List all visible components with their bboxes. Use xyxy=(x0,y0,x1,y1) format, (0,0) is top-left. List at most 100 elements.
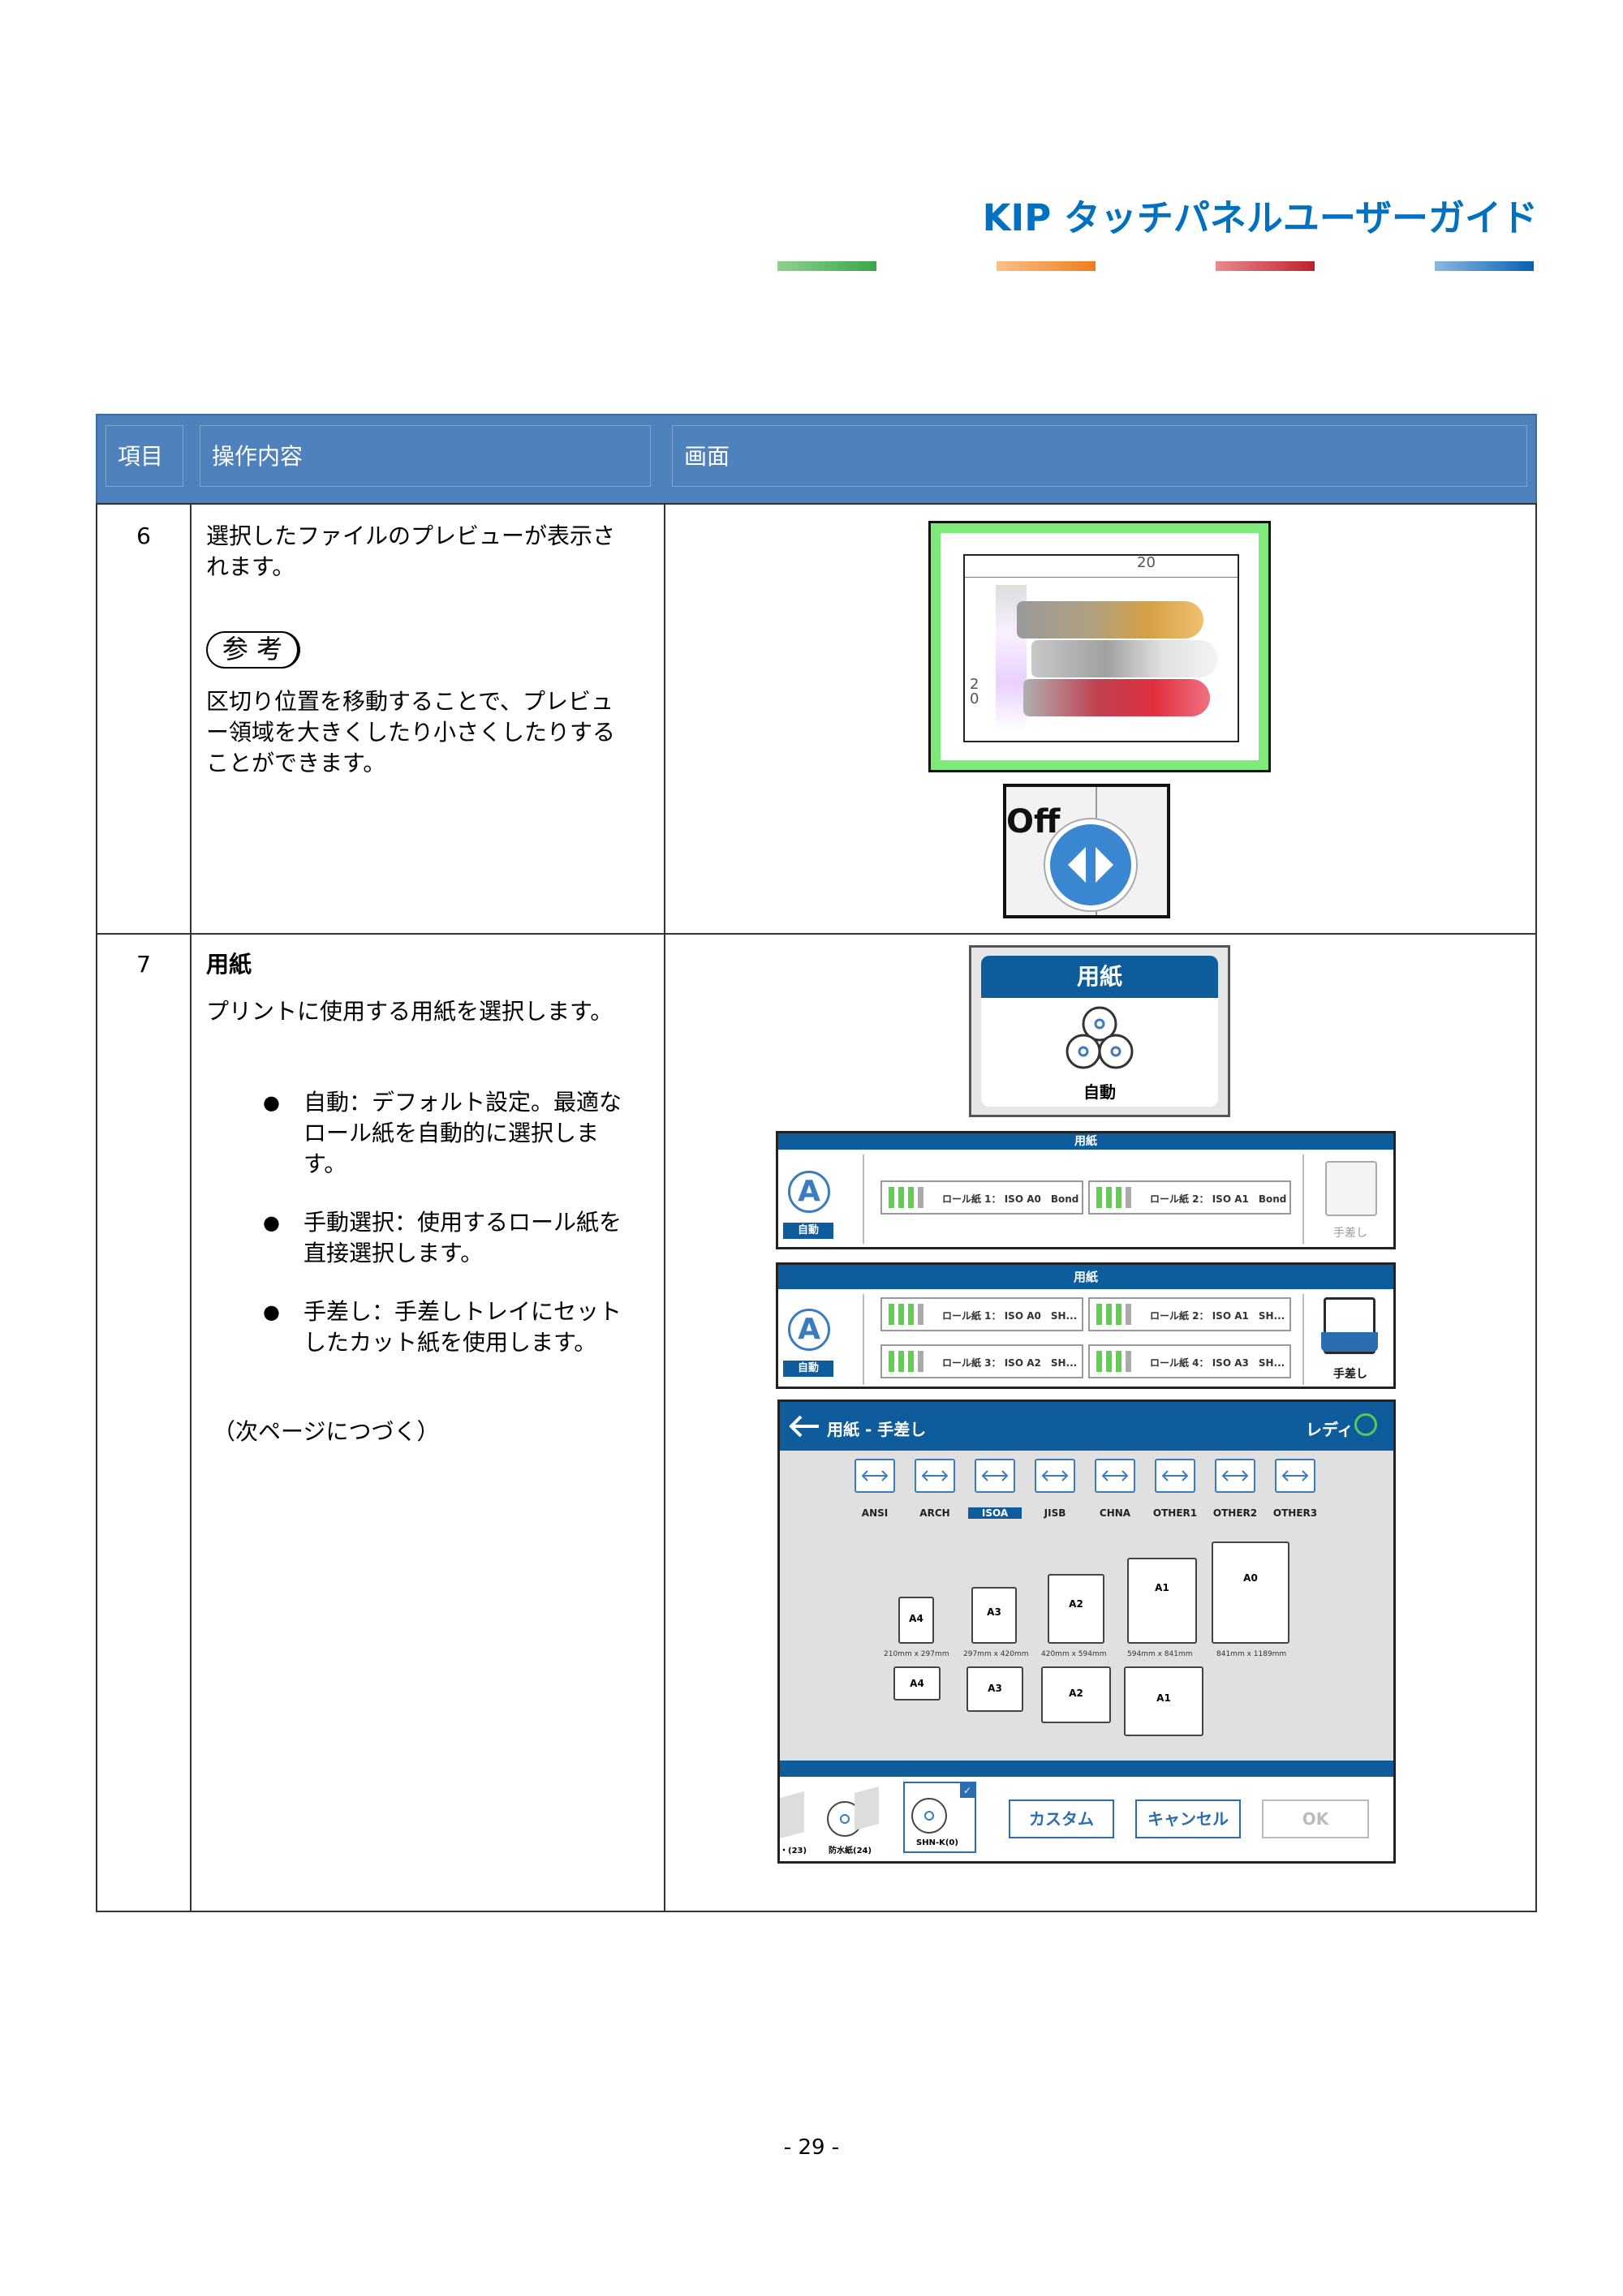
page-number: - 29 - xyxy=(783,2135,840,2160)
cancel-button[interactable]: キャンセル xyxy=(1135,1799,1241,1838)
roll-3-button[interactable]: ロール紙 3： ISO A2 SH... xyxy=(880,1344,1083,1378)
bullet-auto: ● 自動：デフォルト設定。最適な ロール紙を自動的に選択しま す。 xyxy=(263,1087,661,1180)
standard-label: ANSI xyxy=(861,1507,889,1519)
standard-button-isoa[interactable] xyxy=(975,1459,1015,1493)
text-line: ことができます。 xyxy=(206,750,386,776)
roll-2-button[interactable]: ロール紙 2： ISO A1 SH... xyxy=(1088,1297,1291,1331)
continued-note: （次ページにつづく） xyxy=(213,1418,440,1445)
size-button-a3-portrait[interactable]: A3 xyxy=(971,1587,1017,1644)
roll-selection-panel-2: 用紙 A 自動 ロール紙 1： ISO A0 SH... ロール紙 2： ISO… xyxy=(776,1262,1396,1389)
table-rule xyxy=(96,503,1537,505)
text-line: 区切り位置を移動することで、プレビュ xyxy=(206,688,614,715)
size-dimension: 297mm x 420mm xyxy=(963,1650,1029,1658)
size-button-a4-landscape[interactable]: A4 xyxy=(893,1666,941,1701)
back-arrow-icon[interactable] xyxy=(788,1414,820,1438)
paper-panel-title: 用紙 xyxy=(981,956,1218,998)
roll-label: ロール紙 1： ISO A0 SH... xyxy=(942,1310,1078,1322)
bottle-image xyxy=(1023,679,1210,716)
row-6-description: 選択したファイルのプレビューが表示さ れます。 xyxy=(206,521,657,583)
splitter-screenshot: Off xyxy=(1003,784,1170,918)
bottle-image xyxy=(1031,640,1218,677)
column-header-screen: 画面 xyxy=(672,425,1527,487)
roll-label: ロール紙 2： ISO A1 Bond xyxy=(1150,1193,1287,1205)
text-line: 手差し：手差しトレイにセット xyxy=(304,1298,622,1325)
standard-label: CHNA xyxy=(1099,1507,1131,1519)
standard-button-other3[interactable] xyxy=(1275,1459,1315,1493)
size-button-a4-portrait[interactable]: A4 xyxy=(898,1597,934,1644)
custom-button[interactable]: カスタム xyxy=(1009,1799,1114,1838)
roll-4-button[interactable]: ロール紙 4： ISO A3 SH... xyxy=(1088,1344,1291,1378)
standard-label: OTHER3 xyxy=(1272,1507,1318,1519)
manual-feed-button[interactable]: 手差し xyxy=(1314,1158,1387,1244)
roll-1-button[interactable]: ロール紙 1： ISO A0 Bond xyxy=(880,1180,1083,1215)
media-button-selected[interactable]: ✓ SHN-K(0) xyxy=(903,1782,976,1853)
text-line: ロール紙を自動的に選択しま xyxy=(304,1120,600,1146)
accent-bar-orange xyxy=(997,261,1096,271)
standard-button-arch[interactable] xyxy=(915,1459,955,1493)
row-number: 7 xyxy=(136,951,151,978)
text-line: 手動選択：使用するロール紙を xyxy=(304,1209,622,1236)
ok-button[interactable]: OK xyxy=(1262,1799,1369,1838)
auto-button[interactable]: A 自動 xyxy=(783,1297,833,1378)
note-badge: 参 考 xyxy=(206,631,300,669)
standard-button-chna[interactable] xyxy=(1095,1459,1135,1493)
manual-feed-button[interactable]: 手差し xyxy=(1314,1297,1387,1387)
paper-panel-label: 自動 xyxy=(1083,1082,1116,1102)
size-button-a2-portrait[interactable]: A2 xyxy=(1048,1574,1104,1644)
ruler-label-side: 2 0 xyxy=(970,677,979,707)
splitter-handle-icon[interactable] xyxy=(1045,819,1136,910)
splitter-text: Off xyxy=(1006,803,1061,841)
row-number: 6 xyxy=(136,522,151,549)
text-line: 直接選択します。 xyxy=(304,1240,484,1266)
standard-label: OTHER2 xyxy=(1212,1507,1258,1519)
size-button-a2-landscape[interactable]: A2 xyxy=(1041,1666,1111,1723)
size-button-a1-portrait[interactable]: A1 xyxy=(1127,1558,1197,1644)
bottle-image xyxy=(1017,601,1203,638)
standard-label: ARCH xyxy=(919,1507,950,1519)
bottom-toolbar: ・(23) 防水紙(24) ✓ SHN-K(0) カスタム キャンセル OK xyxy=(780,1777,1393,1861)
preview-area: 20 2 0 xyxy=(963,554,1239,742)
standard-label: OTHER1 xyxy=(1152,1507,1198,1519)
standard-button-ansi[interactable] xyxy=(855,1459,895,1493)
roll-2-button[interactable]: ロール紙 2： ISO A1 Bond xyxy=(1088,1180,1291,1215)
auto-button[interactable]: A 自動 xyxy=(783,1158,833,1239)
roll-paper-icon[interactable] xyxy=(981,1001,1218,1082)
ruler-digit: 0 xyxy=(970,690,979,707)
roll-label: ロール紙 2： ISO A1 SH... xyxy=(1150,1310,1285,1322)
standard-label-selected: ISOA xyxy=(968,1507,1022,1519)
size-button-a3-landscape[interactable]: A3 xyxy=(966,1666,1023,1712)
standard-button-other2[interactable] xyxy=(1215,1459,1255,1493)
text-line: 自動：デフォルト設定。最適な xyxy=(304,1089,622,1116)
roll-label: ロール紙 1： ISO A0 Bond xyxy=(942,1193,1079,1205)
paper-panel-screenshot: 用紙 自動 xyxy=(969,945,1230,1117)
table-rule xyxy=(664,503,665,1912)
roll-1-button[interactable]: ロール紙 1： ISO A0 SH... xyxy=(880,1297,1083,1331)
table-rule xyxy=(96,1911,1537,1912)
status-icon xyxy=(1354,1413,1377,1436)
text-line: したカット紙を使用します。 xyxy=(304,1329,597,1356)
roll-label: ロール紙 3： ISO A2 SH... xyxy=(942,1357,1078,1369)
table-rule xyxy=(96,933,1537,935)
screen-title: 用紙 - 手差し xyxy=(827,1420,927,1439)
accent-bar-red xyxy=(1216,261,1315,271)
status-text: レディ xyxy=(1306,1420,1354,1439)
size-button-a1-landscape[interactable]: A1 xyxy=(1124,1666,1203,1736)
ruler-digit: 2 xyxy=(970,676,979,693)
auto-icon: A xyxy=(788,1171,830,1213)
standard-button-other1[interactable] xyxy=(1155,1459,1195,1493)
row-6-note: 区切り位置を移動することで、プレビュ ー領域を大きくしたり小さくしたりする こと… xyxy=(206,686,657,779)
media-button[interactable] xyxy=(825,1786,879,1837)
standard-button-jisb[interactable] xyxy=(1035,1459,1075,1493)
media-label: ・(23) xyxy=(780,1847,807,1855)
manual-feed-label: 手差し xyxy=(1333,1227,1367,1240)
size-dimension: 594mm x 841mm xyxy=(1127,1650,1193,1658)
row-7-heading: 用紙 xyxy=(206,951,252,978)
size-button-a0-portrait[interactable]: A0 xyxy=(1212,1541,1289,1644)
tray-icon xyxy=(1325,1161,1377,1216)
manual-feed-label: 手差し xyxy=(1333,1368,1367,1381)
column-header-item: 項目 xyxy=(105,425,183,487)
column-header-operation: 操作内容 xyxy=(200,425,651,487)
table-rule xyxy=(190,503,192,1912)
divider-bar xyxy=(780,1761,1393,1777)
text-line: す。 xyxy=(304,1150,347,1177)
